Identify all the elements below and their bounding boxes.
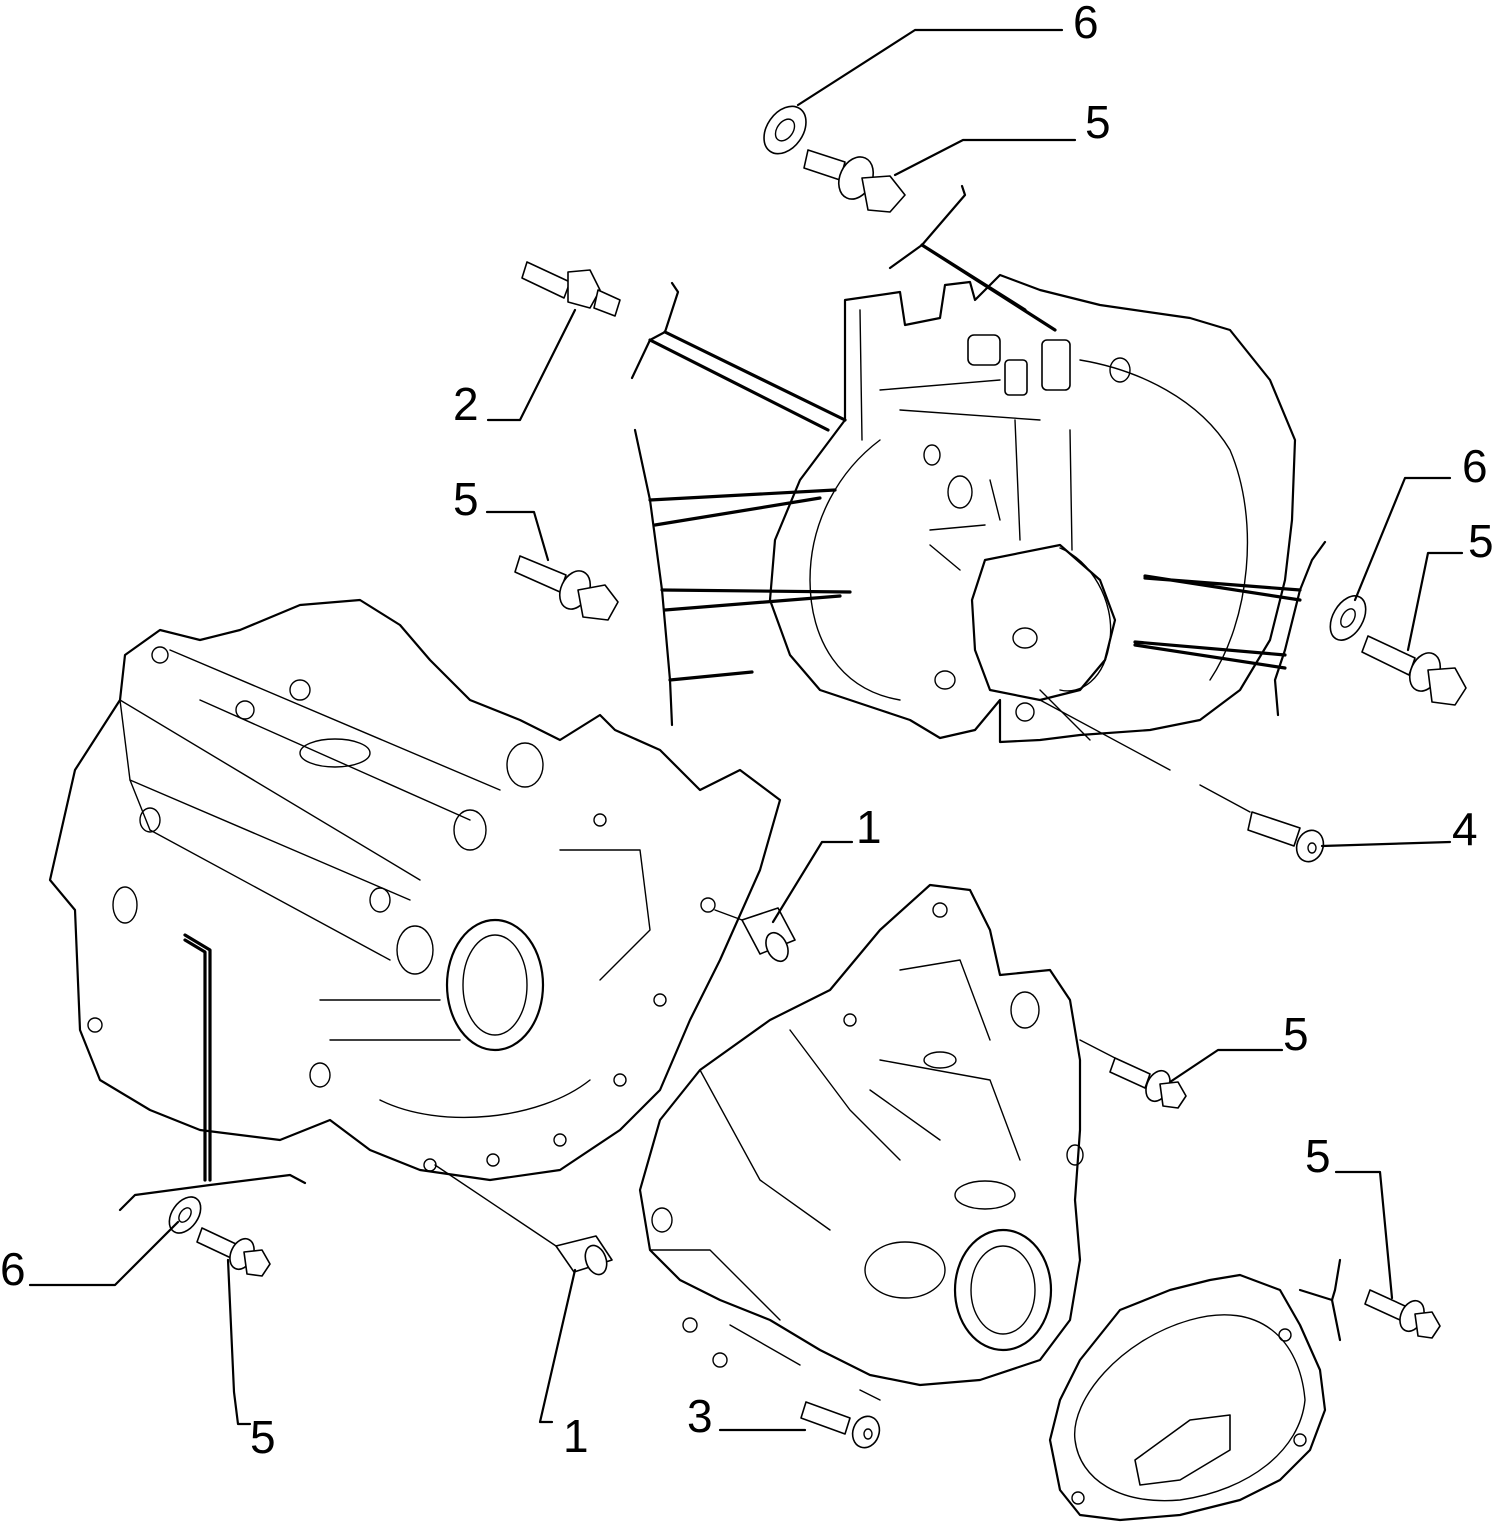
bolt-center bbox=[1109, 1057, 1187, 1109]
bolt-lowright bbox=[1364, 1289, 1441, 1339]
dowel-lower bbox=[555, 1235, 613, 1276]
callout-5-lowright: 5 bbox=[1305, 1130, 1331, 1182]
screw-3 bbox=[800, 1401, 881, 1449]
callout-6-right: 6 bbox=[1462, 440, 1488, 492]
callout-1-upper: 1 bbox=[856, 801, 882, 853]
left-main-housing bbox=[48, 598, 782, 1182]
center-lower-housing bbox=[638, 883, 1084, 1387]
callout-1-lower: 1 bbox=[563, 1410, 589, 1462]
dowel-upper bbox=[741, 907, 796, 963]
callout-4: 4 bbox=[1452, 803, 1478, 855]
bolt-top bbox=[803, 149, 906, 213]
callout-6-left: 6 bbox=[0, 1243, 26, 1295]
callout-labels: 6 5 2 5 6 5 4 1 5 5 6 5 1 3 bbox=[0, 0, 1494, 1463]
callout-5-center: 5 bbox=[1283, 1008, 1309, 1060]
end-cover bbox=[1048, 1273, 1327, 1522]
callout-5-bottomleft: 5 bbox=[250, 1411, 276, 1463]
callout-5-top: 5 bbox=[1085, 96, 1111, 148]
callout-6-top: 6 bbox=[1073, 0, 1099, 48]
screw-4 bbox=[1247, 811, 1325, 863]
stud-2 bbox=[521, 261, 621, 317]
washer-top bbox=[763, 105, 807, 155]
bolt-right bbox=[1361, 635, 1467, 706]
assembly-lines bbox=[28, 28, 1464, 1432]
fasteners bbox=[168, 105, 1467, 1449]
washer-right bbox=[1329, 595, 1367, 641]
upper-gearbox-housing bbox=[768, 273, 1297, 744]
callout-5-midleft: 5 bbox=[453, 473, 479, 525]
callout-3: 3 bbox=[687, 1390, 713, 1442]
callout-5-right: 5 bbox=[1468, 515, 1494, 567]
bolt-midleft bbox=[514, 555, 619, 621]
callout-2: 2 bbox=[453, 378, 479, 430]
bolt-bottomleft bbox=[196, 1227, 271, 1277]
